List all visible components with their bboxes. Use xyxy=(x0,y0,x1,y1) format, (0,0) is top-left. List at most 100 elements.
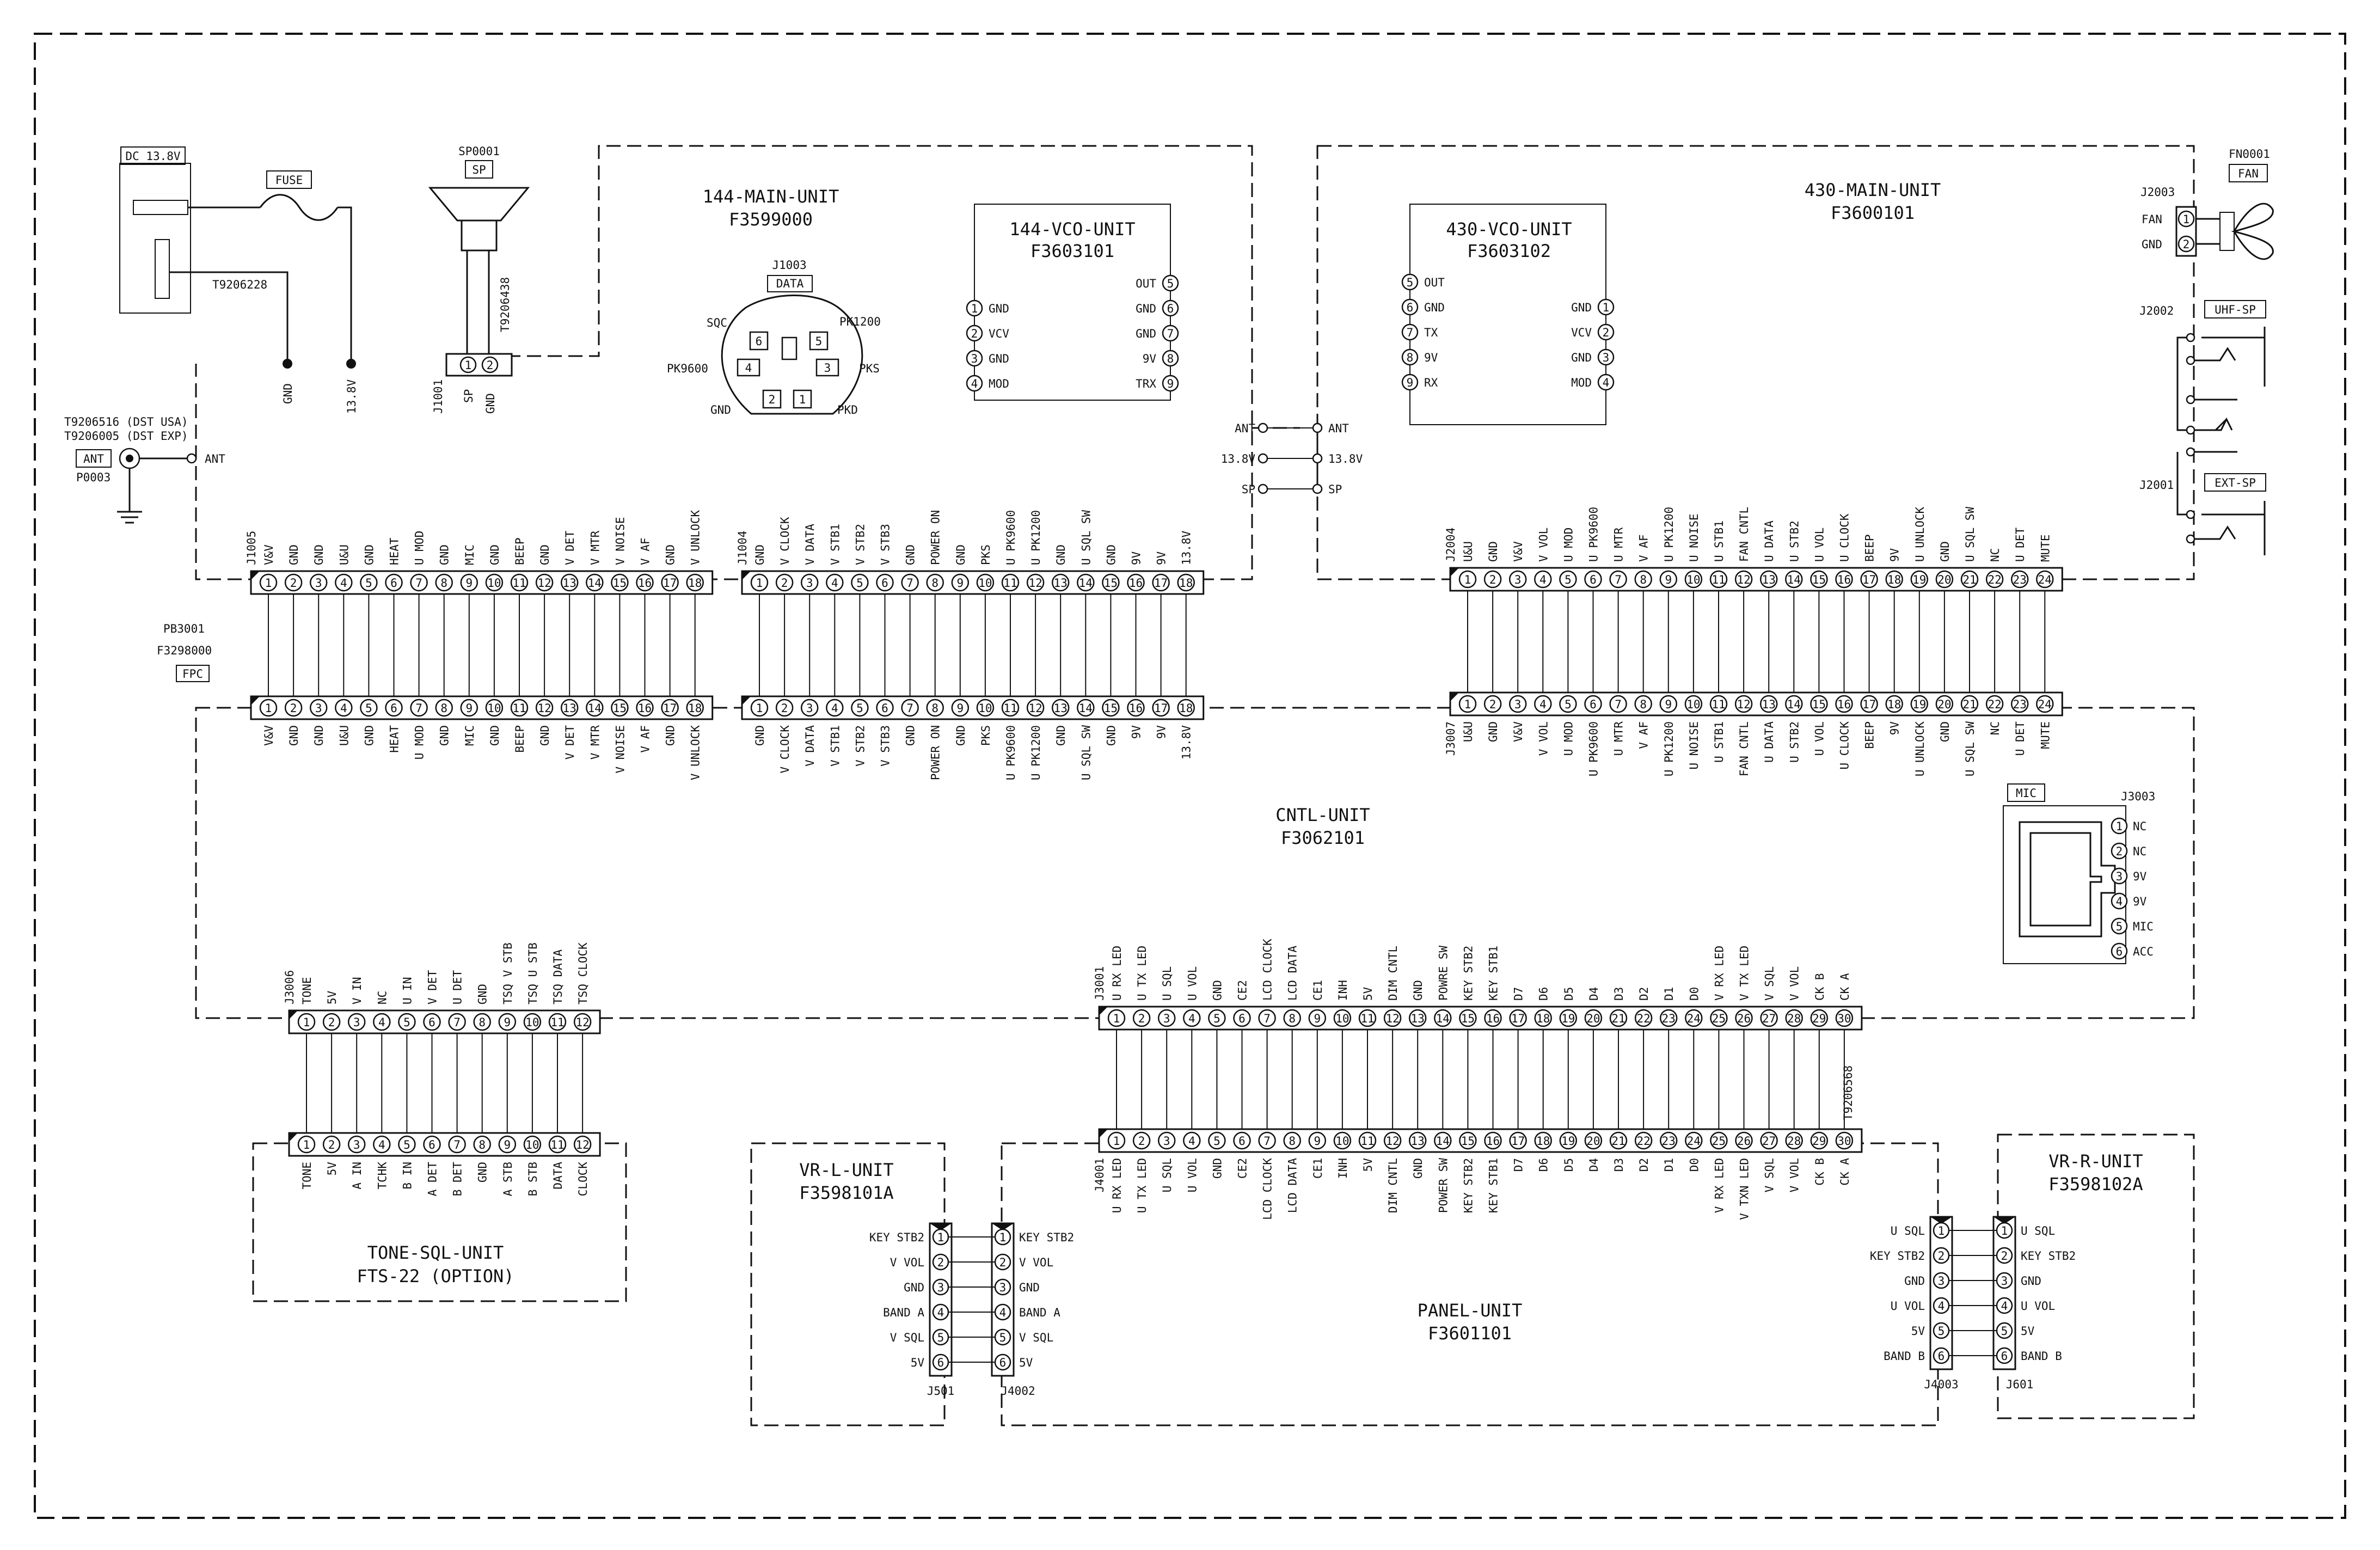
j4001-signal-label: D6 xyxy=(1537,1158,1550,1172)
j3001-pin-number: 23 xyxy=(1662,1012,1676,1025)
vr-r-pin xyxy=(1933,1272,1950,1289)
j1004-signal-label: U PK9600 xyxy=(1004,510,1017,565)
j3007-pin xyxy=(1810,695,1828,713)
vr-l-pin-number: 5 xyxy=(999,1331,1007,1344)
j3007-signal-label: V VOL xyxy=(1537,721,1550,756)
j1001-pin-1-label: SP xyxy=(462,389,475,403)
vr-r-bar xyxy=(1992,1216,2016,1370)
j1004-pin-number: 3 xyxy=(806,577,813,590)
vr-r-left-label: KEY STB2 xyxy=(1870,1249,1925,1263)
j2004-signal-label: U&U xyxy=(1462,541,1475,562)
v138-node-label: 13.8V xyxy=(345,379,358,414)
j1005-pin xyxy=(586,573,604,592)
j2004-pin-number: 2 xyxy=(1489,573,1496,586)
uhf-sp-jack-ref: J2002 xyxy=(2139,304,2174,317)
fpc-ref: PB3001 xyxy=(163,622,205,635)
j2004-signal-label: V AF xyxy=(1637,534,1651,562)
vco430-pins-left-pin-number: 5 xyxy=(1407,276,1414,289)
vco430-pins-left-pin-label: OUT xyxy=(1424,276,1445,289)
vr-l-pin1-marker xyxy=(992,1223,1014,1230)
j3001-pin xyxy=(1132,1009,1151,1027)
j1004-signal-label: V CLOCK xyxy=(778,517,792,565)
j1005-pin-number: 5 xyxy=(365,577,372,590)
j2004-signal-label: U DET xyxy=(2014,527,2027,562)
vco430-pins-left-pin-number: 7 xyxy=(1407,326,1414,339)
j2004-pin-number: 11 xyxy=(1712,573,1725,586)
j1003-label-pkd: PKD xyxy=(837,403,858,416)
fpc-lower-left-pin xyxy=(485,699,504,717)
power-cable-label: T9206228 xyxy=(212,278,267,291)
tone-sql-signal-label: A IN xyxy=(351,1162,364,1190)
tone-sql-signal-label: TONE xyxy=(300,1162,314,1190)
j4001-pin-number: 7 xyxy=(1263,1135,1271,1148)
j1001-pin-1 xyxy=(459,356,477,373)
j4001-pin xyxy=(1459,1131,1477,1150)
fpc-lower-right-signal-label: GND xyxy=(904,725,917,746)
j2004-signal-label: U VOL xyxy=(1813,528,1826,562)
j3007-pin xyxy=(1709,695,1728,713)
j4001-pin-number: 4 xyxy=(1188,1135,1195,1148)
vr-r-pin xyxy=(1996,1272,2013,1289)
j4001-pin xyxy=(1509,1131,1527,1150)
j4001-pin xyxy=(1308,1131,1327,1150)
vco430-pins-right-pin-label: VCV xyxy=(1571,326,1592,339)
j3007-pin-number: 14 xyxy=(1787,698,1801,711)
fpc-lower-right-pin xyxy=(1077,699,1095,717)
j1005-pin-number: 8 xyxy=(440,577,447,590)
j1005-ref: J1005 xyxy=(245,531,258,565)
j3001-signal-label: U TX LED xyxy=(1136,946,1149,1001)
j1003-key xyxy=(781,336,798,360)
j3001-pin-number: 8 xyxy=(1289,1012,1296,1025)
fpc-lower-left-signal-label: GND xyxy=(538,725,551,746)
j1004-signal-label: V STB1 xyxy=(829,524,842,565)
unit-box-dc-power xyxy=(119,163,191,314)
j4001-pin-number: 6 xyxy=(1238,1135,1246,1148)
j3007-pin-number: 6 xyxy=(1590,698,1597,711)
fpc-lower-right-pin xyxy=(926,699,944,717)
j2004-pin xyxy=(1534,570,1552,589)
j1004-signal-label: V STB2 xyxy=(854,524,867,565)
j3007-pin xyxy=(1458,695,1477,713)
ext-sp-node-1 xyxy=(2186,510,2195,519)
j1004-pin-number: 1 xyxy=(756,577,763,590)
j3001-pin-number: 4 xyxy=(1188,1012,1195,1025)
j3007-pin-number: 16 xyxy=(1837,698,1851,711)
vr-r-pin-number: 1 xyxy=(1938,1224,1945,1237)
j3007-pin-number: 18 xyxy=(1887,698,1901,711)
j4001-pin xyxy=(1434,1131,1452,1150)
j1003-pin-4-num: 4 xyxy=(745,362,752,375)
vr-l-left-label: V VOL xyxy=(890,1256,924,1269)
vr-r-pin1-marker xyxy=(1930,1217,1952,1224)
vr-r-right-label: U VOL xyxy=(2021,1300,2055,1313)
j3001-pin xyxy=(1258,1009,1276,1027)
j1005-signal-label: GND xyxy=(312,544,326,565)
j1004-signal-label: 9V xyxy=(1130,551,1143,565)
fpc-lower-left-pin xyxy=(410,699,428,717)
vr-r-left-label: U VOL xyxy=(1891,1300,1925,1313)
j3006-pin xyxy=(297,1013,316,1031)
vr-l-right-label: BAND A xyxy=(1019,1306,1060,1319)
fpc-lower-right-pin-number: 13 xyxy=(1054,702,1068,715)
sheet-border xyxy=(34,33,2346,1519)
fan-pin-2-num: 2 xyxy=(2183,238,2190,251)
j2004-pin xyxy=(1734,570,1753,589)
j4001-pin-number: 21 xyxy=(1611,1135,1625,1148)
vr-r-right-label: U SQL xyxy=(2021,1224,2055,1237)
vco144-pins-left-pin-number: 3 xyxy=(971,352,978,365)
j3007-pin xyxy=(1508,695,1527,713)
vr-r-right-ref: J601 xyxy=(2006,1378,2034,1391)
tone-sql-pin xyxy=(523,1135,542,1154)
j1005-pin xyxy=(360,573,378,592)
j3001-pin xyxy=(1584,1009,1603,1027)
j2004-pin-number: 12 xyxy=(1737,573,1750,586)
j3001-signal-label: KEY STB2 xyxy=(1462,946,1475,1001)
j2004-signal-label: GND xyxy=(1487,541,1500,562)
j1005-pin-number: 9 xyxy=(465,577,473,590)
j3007-pin-number: 23 xyxy=(2013,698,2027,711)
j3007-pin xyxy=(1584,695,1602,713)
j4001-signal-label: V VOL xyxy=(1788,1158,1801,1192)
